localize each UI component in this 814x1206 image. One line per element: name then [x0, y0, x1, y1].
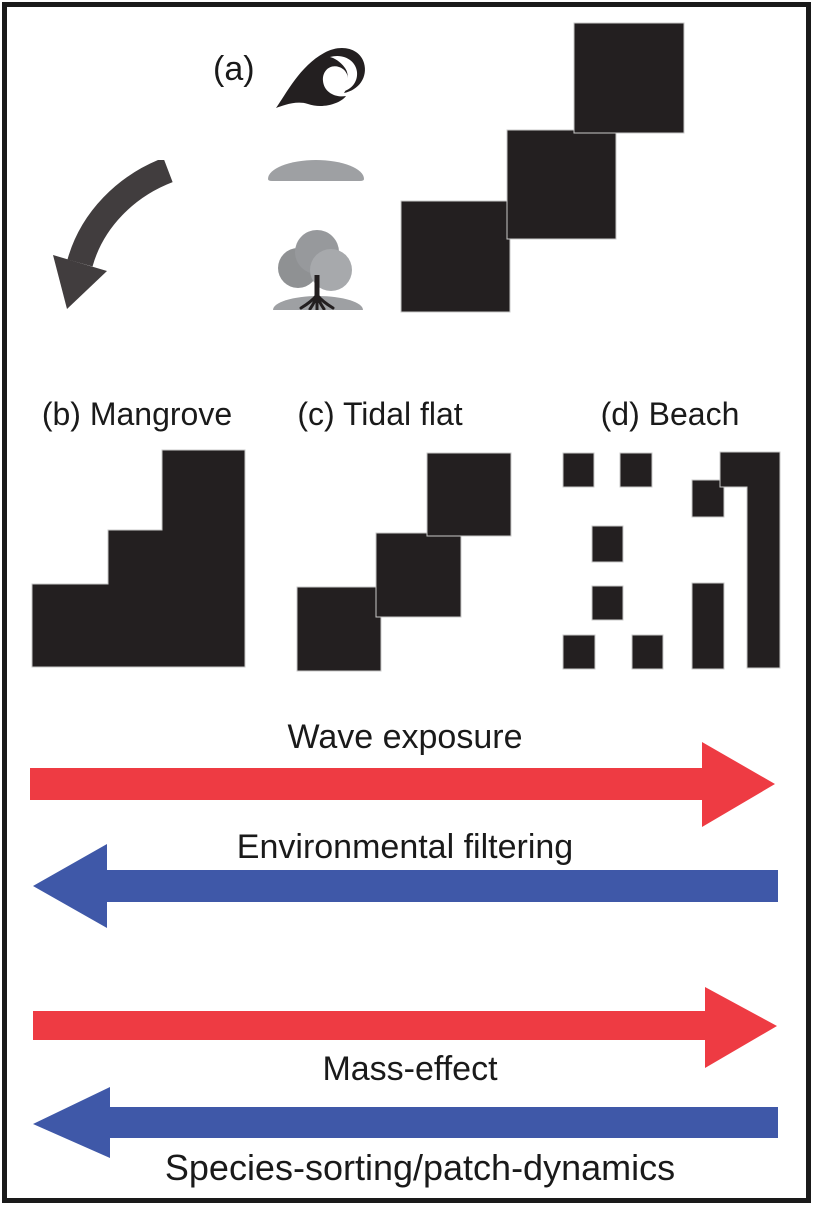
wave-icon [276, 48, 365, 108]
tidal-flat-icon [268, 160, 364, 181]
panel-d-block [691, 582, 725, 670]
panel-d-block [591, 525, 624, 563]
panel-c-block [296, 586, 382, 672]
panel-b-label: (b) Mangrove [41, 396, 233, 432]
panel-a-block [400, 200, 511, 313]
environmental-filtering-label: Environmental filtering [236, 828, 574, 866]
species-sorting-label: Species-sorting/patch-dynamics [164, 1147, 676, 1188]
wave-exposure-label: Wave exposure [287, 718, 523, 756]
panel-c-block [426, 452, 512, 537]
arrow-left-1 [33, 844, 778, 928]
panel-a-block [573, 22, 685, 134]
panel-c-block [375, 532, 462, 618]
panel-d-block [691, 479, 725, 518]
arrow-right-0 [30, 742, 775, 827]
mass-effect-label: Mass-effect [322, 1050, 498, 1088]
panel-a-label: (a) [213, 50, 255, 88]
panel-c-label: (c) Tidal flat [297, 396, 463, 432]
mangrove-tree-icon [273, 230, 363, 310]
arrow-right-2 [33, 987, 777, 1068]
panel-d-block [619, 452, 653, 488]
panel-a-block [506, 129, 617, 240]
panel-d-label: (d) Beach [600, 396, 740, 432]
panel-d-block [591, 585, 624, 621]
panel-d-block [562, 452, 595, 488]
panel-d-block [631, 634, 664, 670]
panel-b-block [31, 449, 246, 668]
arrow-left-3 [33, 1087, 778, 1158]
panel-d-block [719, 451, 781, 669]
curved-arrow-icon [53, 160, 173, 309]
panel-d-block [562, 634, 596, 670]
